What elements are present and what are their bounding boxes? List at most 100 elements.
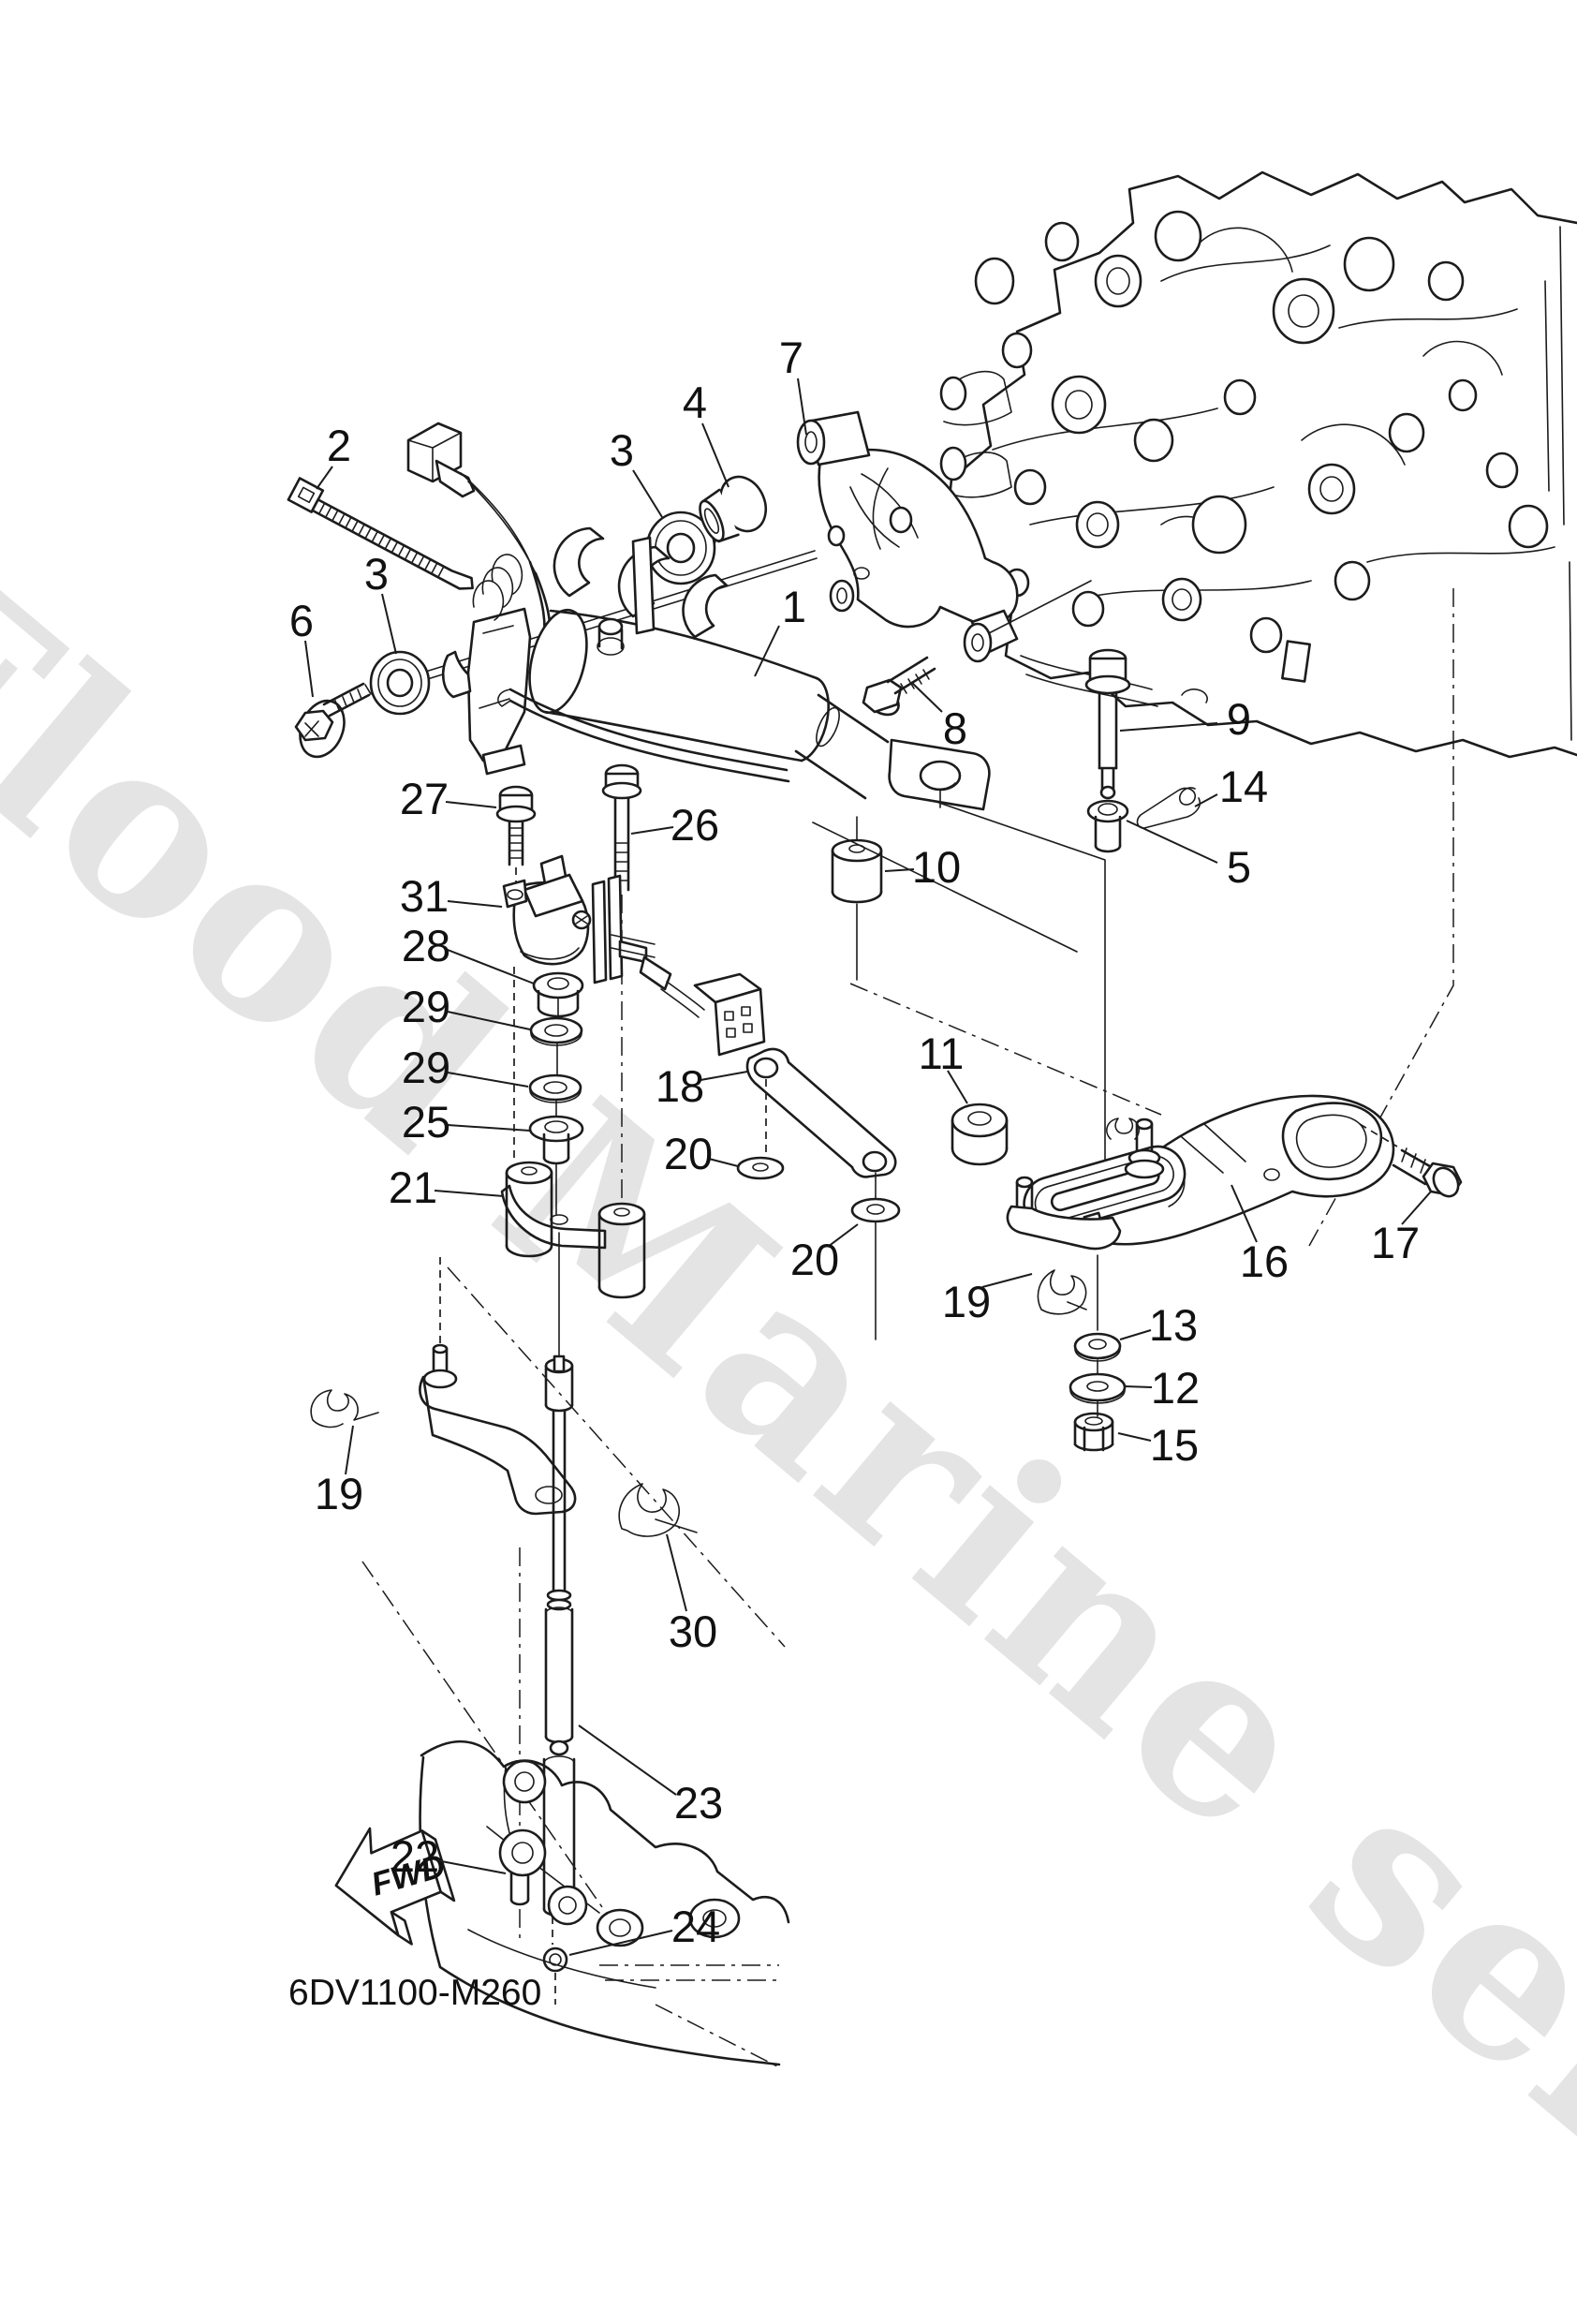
part-25-bushing (528, 1115, 584, 1165)
part-label-9: 9 (1227, 694, 1251, 744)
part-label-29: 29 (402, 1043, 450, 1092)
part-label-19: 19 (315, 1469, 363, 1518)
part-18-lever (745, 1047, 897, 1178)
leader-line-17 (1401, 1191, 1432, 1225)
leader-line-18 (700, 1071, 748, 1081)
leader-line-9 (1119, 722, 1218, 732)
part-label-6: 6 (289, 596, 314, 645)
part-label-17: 17 (1371, 1218, 1420, 1267)
part-7-bracket (796, 410, 1092, 663)
part-label-2: 2 (327, 421, 351, 470)
part-31-sensor (502, 854, 766, 1057)
part-2-cable-tie (287, 477, 474, 590)
part-label-5: 5 (1227, 842, 1251, 892)
bottom-bracket (419, 1739, 790, 2069)
part-label-21: 21 (389, 1162, 437, 1212)
leader-line-1 (754, 625, 780, 677)
part-30-clip (618, 1483, 698, 1537)
part-label-13: 13 (1149, 1300, 1198, 1350)
engine-block (939, 170, 1577, 1247)
diagram-code: 6DV1100-M260 (288, 1973, 541, 2013)
leader-line-8 (911, 682, 943, 713)
part-label-26: 26 (671, 800, 719, 850)
part-label-14: 14 (1219, 762, 1268, 811)
leader-line-20 (708, 1158, 739, 1167)
part-27-bolt (495, 785, 537, 890)
construction-lines (361, 801, 1162, 1942)
part-4-bushing (699, 475, 768, 543)
part-label-3: 3 (364, 549, 389, 599)
part-label-11: 11 (919, 1029, 965, 1078)
part-21-link (500, 1161, 646, 1299)
part-3-grommet-left (369, 650, 431, 716)
leader-line-10 (884, 868, 915, 872)
leader-line-12 (1124, 1385, 1153, 1388)
leader-line-7 (797, 377, 807, 436)
part-17-bolt (1359, 1123, 1463, 1198)
leader-line-22 (435, 1859, 507, 1874)
leader-line-24 (568, 1930, 673, 1956)
leader-line-21 (434, 1190, 505, 1197)
part-10-damper (831, 816, 883, 981)
leader-line-3 (632, 469, 663, 518)
part-label-10: 10 (912, 842, 961, 892)
leader-line-25 (447, 1124, 531, 1132)
part-29-washer-a (529, 1016, 583, 1046)
part-label-19: 19 (942, 1277, 991, 1326)
part-24-oring (542, 1917, 568, 2005)
leader-line-26 (630, 826, 674, 835)
leader-line-29 (447, 1072, 529, 1088)
leader-line-31 (447, 900, 503, 908)
part-label-30: 30 (669, 1606, 717, 1656)
part-label-20: 20 (790, 1235, 839, 1284)
part-label-1: 1 (782, 582, 806, 631)
part-label-18: 18 (656, 1061, 704, 1111)
leader-line-19 (345, 1425, 354, 1475)
part-label-27: 27 (400, 774, 449, 823)
leader-line-29 (447, 1011, 531, 1030)
leader-line-6 (304, 640, 314, 698)
part-14-clip (1136, 787, 1201, 829)
part-11-collar (951, 1103, 1009, 1166)
part-label-31: 31 (400, 871, 449, 921)
part-label-25: 25 (402, 1097, 450, 1147)
part-label-8: 8 (943, 703, 967, 753)
part-1-actuator-assembly (404, 526, 991, 811)
part-label-24: 24 (671, 1902, 720, 1951)
leader-lines-layer (304, 377, 1432, 1956)
part-8-bolt (862, 656, 936, 717)
part-29-washer-b (528, 1073, 582, 1103)
leader-line-14 (1194, 793, 1218, 807)
leader-line-3 (381, 593, 397, 655)
leader-line-30 (666, 1533, 687, 1612)
leader-line-4 (701, 422, 730, 488)
part-label-3: 3 (610, 425, 634, 475)
part-6-screw (294, 682, 372, 759)
leader-line-15 (1117, 1432, 1152, 1442)
part-23-rod (542, 1232, 576, 1917)
part-9-bolt (1084, 648, 1131, 800)
stack-axis (555, 997, 559, 1215)
leader-line-11 (947, 1070, 968, 1104)
leader-line-27 (445, 801, 497, 808)
leader-line-16 (1231, 1184, 1258, 1243)
part-label-29: 29 (402, 982, 450, 1031)
leader-line-23 (578, 1724, 677, 1796)
leader-line-20 (827, 1223, 859, 1248)
part-label-22: 22 (391, 1831, 439, 1881)
leader-line-13 (1119, 1329, 1152, 1340)
part-26-bolt (601, 763, 642, 1201)
part-label-20: 20 (664, 1129, 713, 1178)
part-label-16: 16 (1240, 1236, 1289, 1286)
part-5-bushing (1086, 799, 1129, 853)
part-22-pin (509, 1547, 530, 1939)
part-label-12: 12 (1151, 1363, 1200, 1413)
part-label-15: 15 (1150, 1420, 1199, 1470)
part-20-washer-b (850, 1172, 901, 1340)
bell-crank-left (419, 1251, 577, 1516)
part-label-23: 23 (674, 1778, 723, 1828)
leader-line-19 (981, 1273, 1033, 1288)
